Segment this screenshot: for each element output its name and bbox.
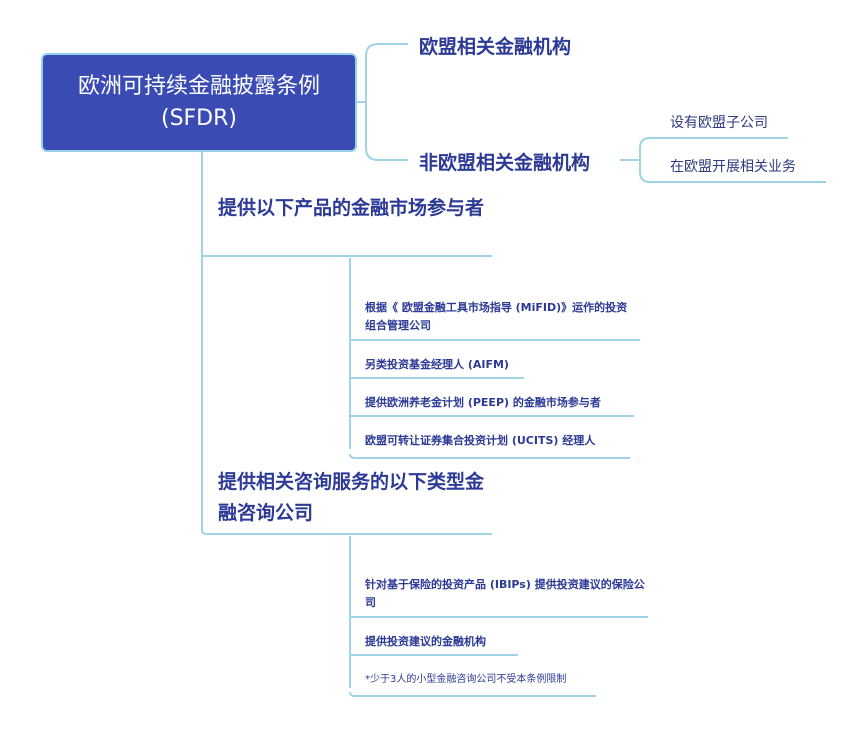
section1-title[interactable]: 提供以下产品的金融市场参与者 [218,197,485,219]
section1-item-ucits[interactable]: 欧盟可转让证券集合投资计划 (UCITS) 经理人 [365,434,596,447]
root-title: 欧洲可持续金融披露条例 (SFDR) [77,73,320,131]
section2-footnote: *少于3人的小型金融咨询公司不受本条例限制 [365,674,567,685]
non-eu-item-business[interactable]: 在欧盟开展相关业务 [670,159,796,175]
eu-institutions-node[interactable]: 欧盟相关金融机构 [419,36,572,58]
section2-item-advice[interactable]: 提供投资建议的金融机构 [365,635,486,648]
section1-item-mifid[interactable]: 根据《 欧盟金融工具市场指导 (MiFID)》运作的投资组合管理公司 [365,301,628,332]
root-node[interactable]: 欧洲可持续金融披露条例 (SFDR) [41,53,357,152]
section2-item-ibips[interactable]: 针对基于保险的投资产品 (IBIPs) 提供投资建议的保险公司 [365,578,645,609]
section1-item-aifm[interactable]: 另类投资基金经理人 (AIFM) [365,358,509,371]
non-eu-item-subsidiary[interactable]: 设有欧盟子公司 [670,115,768,131]
section2-title[interactable]: 提供相关咨询服务的以下类型金融咨询公司 [218,471,485,524]
section1-item-peep[interactable]: 提供欧洲养老金计划 (PEEP) 的金融市场参与者 [365,396,601,409]
non-eu-institutions-node[interactable]: 非欧盟相关金融机构 [419,152,591,174]
